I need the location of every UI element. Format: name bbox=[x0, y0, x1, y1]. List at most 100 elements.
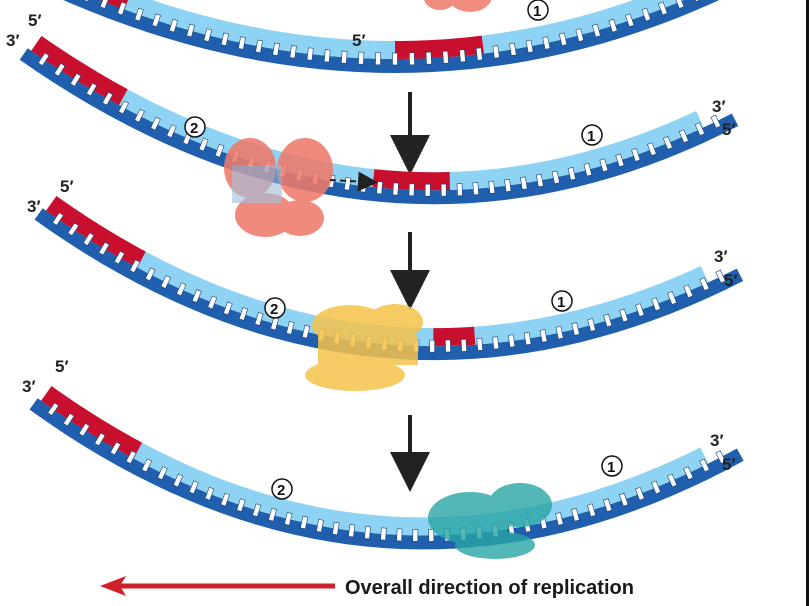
panel-4-strands-base-pair bbox=[172, 473, 184, 488]
panel-2-strands-base-pair bbox=[583, 162, 593, 177]
panel-4-strands-base-pair bbox=[316, 519, 324, 533]
panel-4-strands-base-pair bbox=[204, 486, 215, 501]
panel-2-label-3prime-right: 3′ bbox=[712, 97, 726, 116]
panel-3-strands-base-pair bbox=[98, 241, 110, 256]
panel-4-fragment-1-number: 1 bbox=[607, 459, 615, 476]
panel-4-strands-base-pair bbox=[603, 498, 613, 513]
panel-1-strands-base-pair bbox=[220, 32, 230, 47]
panel-3-strands-base-pair bbox=[508, 334, 516, 348]
panel-4-label-5prime-left: 5′ bbox=[55, 357, 69, 376]
panel-1-label-3prime-left: 3′ bbox=[6, 31, 20, 50]
panel-2-strands-base-pair bbox=[678, 129, 689, 144]
panel-2-strands-base-pair bbox=[599, 158, 609, 173]
panel-3-fragment-1-number: 1 bbox=[557, 294, 565, 311]
panel-3-strands-base-pair bbox=[683, 284, 694, 299]
panel-2-strands-new-strand-2 bbox=[449, 111, 704, 190]
panel-2-label-5prime-right: 5′ bbox=[722, 120, 736, 139]
panel-4-strands-new-strand-1 bbox=[133, 442, 709, 536]
panel-4-fragment-1-marker: 1 bbox=[601, 455, 623, 477]
panel-4-strands-primer-left bbox=[41, 386, 143, 459]
panel-3-strands-base-pair bbox=[603, 313, 613, 328]
panel-4-strands-base-pair bbox=[252, 503, 262, 518]
panel-1-strands-base-pair bbox=[340, 50, 348, 64]
panel-4-label-5prime-right: 5′ bbox=[722, 455, 736, 474]
panel-2-strands-base-pair bbox=[134, 108, 145, 123]
panel-3-strands-base-pair bbox=[254, 312, 264, 326]
panel-1-strands-base-pair bbox=[558, 32, 568, 47]
dna-pol-I bbox=[305, 304, 423, 391]
overall-direction-caption: Overall direction of replication bbox=[345, 577, 634, 599]
panel-3-strands-base-pair bbox=[651, 297, 661, 312]
panel-4-strands-base-pair bbox=[78, 422, 91, 437]
panel-1-strands-base-pair bbox=[492, 45, 500, 59]
panel-1-strands-base-pair bbox=[575, 28, 585, 42]
panel-2-strands-base-pair bbox=[631, 148, 641, 162]
panel-1-strands-base-pair bbox=[475, 47, 483, 61]
panel-2-strands-base-pair bbox=[85, 82, 98, 97]
panel-4-strands-base-pair bbox=[300, 515, 309, 530]
panel-1-strands-base-pair bbox=[592, 23, 601, 38]
panel-1: 5′ 3′ 5′ 1 bbox=[6, 0, 720, 73]
panel-2-strands-primer-mid bbox=[372, 169, 451, 191]
panel-4-strands-base-pair bbox=[236, 498, 246, 513]
panel-1-strands-base-pair bbox=[168, 18, 178, 33]
panel-4: 5′ 3′ 2 1 3′ 5′ bbox=[22, 357, 744, 559]
panel-4-strands-base-pair bbox=[571, 507, 580, 522]
panel-1-fragment-1-marker: 1 bbox=[527, 0, 549, 21]
panel-3-strands-base-pair bbox=[523, 331, 532, 346]
panel-2: 2 1 3′ 5′ bbox=[19, 35, 739, 237]
panel-2-strands-base-pair bbox=[615, 153, 625, 168]
panel-1-strands-new-strand-2 bbox=[481, 0, 685, 54]
panel-3-strands-base-pair bbox=[445, 339, 451, 353]
overall-direction: Overall direction of replication bbox=[100, 576, 634, 599]
panel-4-strands-base-pair bbox=[268, 507, 277, 522]
panel-4-strands-base-pair bbox=[141, 458, 153, 473]
panel-4-strands-base-pair bbox=[619, 492, 629, 507]
panel-3-strands-base-pair bbox=[223, 301, 233, 316]
panel-4-label-3prime-left: 3′ bbox=[22, 377, 36, 396]
panel-2-strands-base-pair bbox=[37, 52, 50, 67]
panel-2-strands-base-pair bbox=[53, 62, 66, 77]
panel-1-strands-base-pair bbox=[658, 1, 668, 16]
panel-2-strands-base-pair bbox=[166, 124, 177, 138]
panel-3-strands-base-pair bbox=[67, 222, 80, 237]
polymerase-direction-dashed-arrow bbox=[329, 171, 378, 192]
panel-2-strands-base-pair bbox=[551, 170, 560, 185]
panel-1-fragment-1-number: 1 bbox=[533, 3, 541, 20]
panel-3-strands-base-pair bbox=[492, 336, 500, 350]
panel-1-label-5prime-left: 5′ bbox=[28, 11, 42, 30]
overall-direction-arrowhead bbox=[100, 576, 126, 596]
panel-3-strands-base-pair bbox=[699, 277, 710, 292]
panel-4-strands-base-pair bbox=[364, 526, 371, 540]
panel-2-strands-base-pair bbox=[392, 182, 399, 196]
panel-2-strands-base-pair bbox=[456, 183, 463, 197]
panel-2-fragment-1-marker: 1 bbox=[581, 124, 603, 146]
panel-4-strands-base-pair bbox=[94, 432, 106, 447]
panel-1-label-5prime-mid: 5′ bbox=[352, 31, 366, 50]
panel-1-strands bbox=[63, 0, 720, 73]
panel-3-strands-base-pair bbox=[113, 250, 125, 265]
panel-1-strands-base-pair bbox=[255, 39, 263, 54]
panel-3-strands-base-pair bbox=[286, 321, 295, 335]
panel-3-strands-base-pair bbox=[587, 318, 596, 332]
panel-2-strands-base-pair bbox=[150, 116, 161, 131]
panel-3-strands-base-pair bbox=[619, 308, 629, 323]
panel-3-label-5prime-left: 5′ bbox=[60, 177, 74, 196]
panel-2-strands-base-pair bbox=[376, 181, 384, 195]
panel-1-strands-base-pair bbox=[459, 49, 466, 63]
panel-4-strands-base-pair bbox=[651, 480, 662, 495]
panel-4-strands-base-pair bbox=[667, 473, 678, 488]
panel-2-strands-base-pair bbox=[504, 178, 512, 193]
panel-1-strands-new-strand-1 bbox=[124, 0, 395, 59]
panel-4-strands-base-pair bbox=[412, 529, 419, 542]
panel-1-strands-template-strand bbox=[63, 0, 720, 73]
panel-4-strands bbox=[29, 386, 744, 550]
panel-4-fragment-2-marker: 2 bbox=[271, 478, 293, 500]
panel-4-strands-base-pair bbox=[62, 412, 75, 427]
panel-4-strands-base-pair bbox=[284, 512, 293, 526]
panel-4-strands-base-pair bbox=[396, 528, 403, 542]
panel-3-label-3prime-left: 3′ bbox=[27, 197, 41, 216]
panel-3-strands-base-pair bbox=[52, 212, 64, 226]
panel-3-label-3prime-right: 3′ bbox=[714, 247, 728, 266]
